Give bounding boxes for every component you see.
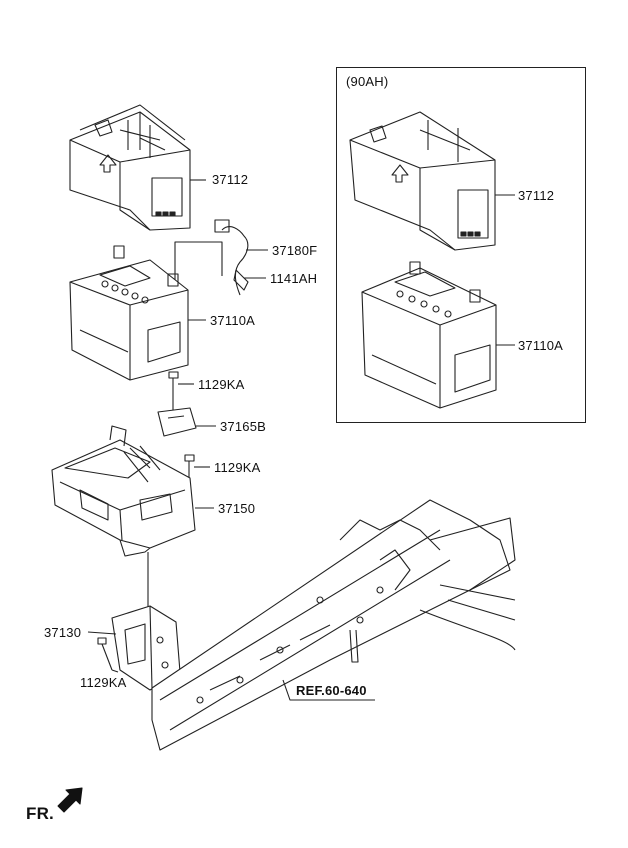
hold-down-bracket-drawing <box>157 371 216 488</box>
battery-drawing <box>69 245 206 381</box>
bracket-part-number: 37165B <box>220 419 267 434</box>
front-arrow-icon <box>57 787 83 813</box>
reference-label: REF.60-640 <box>296 683 367 698</box>
bolt-lower-part-number: 1129KA <box>80 675 127 690</box>
inset-title: (90AH) <box>346 74 389 89</box>
support-part-number: 37130 <box>44 625 82 640</box>
front-marker-label: FR. <box>26 804 54 823</box>
inset-cover-label: 37112 <box>518 188 555 203</box>
battery-part-number: 37110A <box>210 313 256 328</box>
battery-cable-drawing <box>174 219 268 296</box>
inset-battery-drawing <box>361 261 515 409</box>
cable-part-number: 37180F <box>272 243 318 258</box>
clip-part-number: 1141AH <box>270 271 318 286</box>
battery-cover-drawing <box>69 104 206 231</box>
bolt-upper-part-number: 1129KA <box>198 377 245 392</box>
battery-tray-drawing <box>51 425 214 612</box>
side-member-drawing <box>151 499 516 751</box>
tray-part-number: 37150 <box>218 501 256 516</box>
inset-cover-drawing <box>349 111 515 251</box>
inset-battery-label: 37110A <box>518 338 564 353</box>
tray-support-drawing <box>87 605 181 691</box>
inset-frame-90ah <box>336 67 586 423</box>
bolt-mid-part-number: 1129KA <box>214 460 261 475</box>
cover-part-number: 37112 <box>212 172 249 187</box>
